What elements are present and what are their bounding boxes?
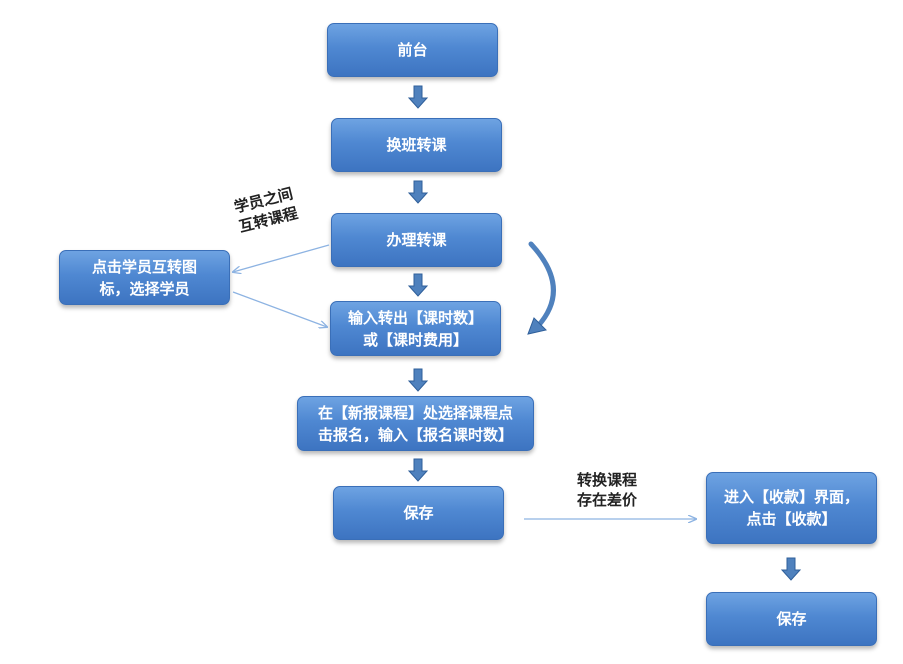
node-save: 保存 <box>333 486 504 540</box>
label-price-difference: 转换课程 存在差价 <box>577 470 637 510</box>
node-enter-amount: 输入转出【课时数】 或【课时费用】 <box>330 301 501 356</box>
node-front-desk: 前台 <box>327 23 498 77</box>
node-enter-amount-line1: 输入转出【课时数】 <box>347 308 483 327</box>
connector-line <box>233 244 330 272</box>
node-handle-transfer-text: 办理转课 <box>386 231 447 249</box>
node-class-transfer: 换班转课 <box>331 118 502 172</box>
node-new-course: 在【新报课程】处选择课程点 击报名，输入【报名课时数】 <box>297 396 534 451</box>
node-save-2-text: 保存 <box>776 610 807 628</box>
node-front-desk-text: 前台 <box>397 41 428 59</box>
connector-line <box>232 291 327 327</box>
down-arrow <box>407 458 429 482</box>
down-arrow <box>407 85 429 109</box>
down-arrow <box>407 273 429 297</box>
node-save-2: 保存 <box>706 592 877 646</box>
down-arrow <box>780 557 802 581</box>
node-class-transfer-text: 换班转课 <box>386 136 447 154</box>
node-enter-amount-line2: 或【课时费用】 <box>362 330 468 349</box>
label-price-difference-line2: 存在差价 <box>577 491 638 509</box>
down-arrow <box>407 180 429 204</box>
node-save-text: 保存 <box>403 504 434 522</box>
curved-arrow <box>527 241 556 335</box>
node-select-student-line1: 点击学员互转图 <box>91 257 197 276</box>
node-new-course-line1: 在【新报课程】处选择课程点 <box>317 403 513 422</box>
node-handle-transfer: 办理转课 <box>331 213 502 267</box>
node-select-student: 点击学员互转图 标，选择学员 <box>59 250 230 305</box>
label-price-difference-line1: 转换课程 <box>577 471 638 489</box>
down-arrow <box>407 368 429 392</box>
node-payment-line2: 点击【收款】 <box>746 510 837 528</box>
node-payment-line1: 进入【收款】界面， <box>723 488 859 506</box>
node-select-student-line2: 标，选择学员 <box>99 279 190 298</box>
node-payment: 进入【收款】界面， 点击【收款】 <box>706 472 877 544</box>
node-new-course-line2: 击报名，输入【报名课时数】 <box>317 425 513 444</box>
